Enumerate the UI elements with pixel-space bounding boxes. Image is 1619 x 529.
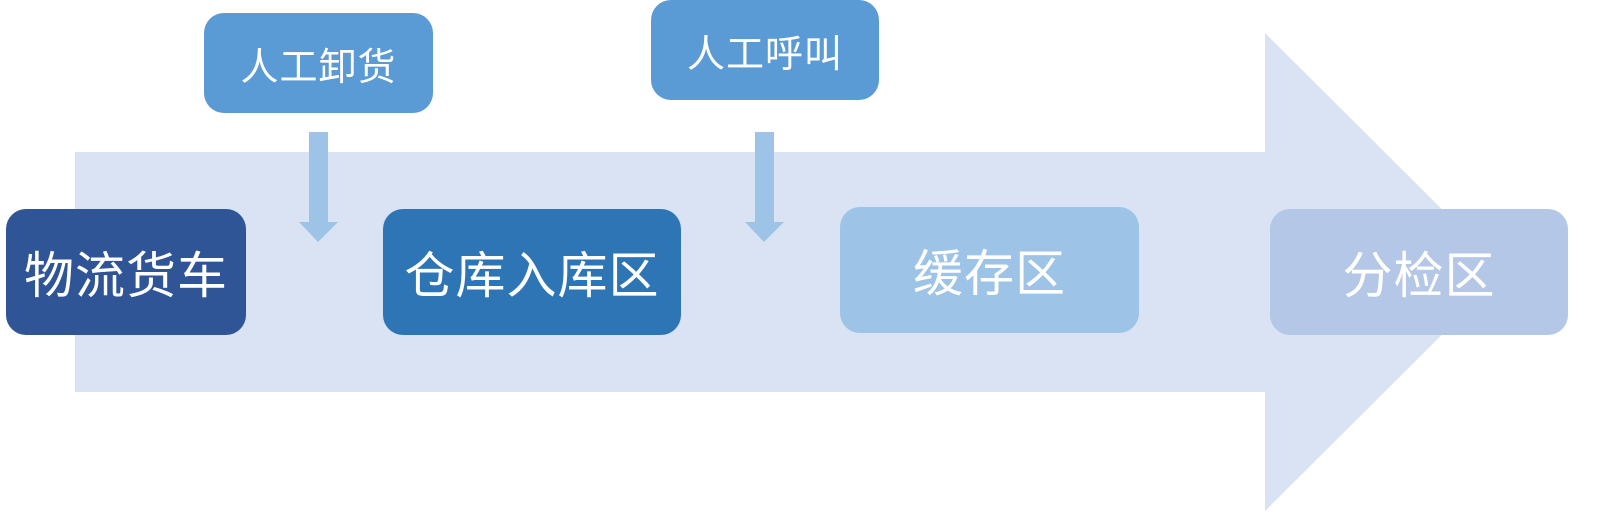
- stage-label: 仓库入库区: [404, 247, 660, 305]
- stage-label: 缓存区: [913, 245, 1066, 303]
- stage-buffer-zone: 缓存区: [840, 207, 1139, 333]
- stage-label: 分检区: [1342, 247, 1496, 305]
- action-manual-unloading: 人工卸货: [204, 13, 433, 113]
- stage-logistics-truck: 物流货车: [6, 209, 246, 335]
- main-flow-arrow: [75, 33, 1505, 511]
- down-arrow-unload: [299, 132, 338, 242]
- stage-label: 物流货车: [24, 247, 228, 305]
- stage-sorting-zone: 分检区: [1270, 209, 1568, 335]
- action-label: 人工卸货: [240, 44, 397, 89]
- stage-warehouse-inbound: 仓库入库区: [383, 209, 681, 335]
- action-manual-call: 人工呼叫: [651, 0, 879, 100]
- down-arrow-call: [745, 132, 784, 242]
- action-label: 人工呼叫: [686, 31, 843, 76]
